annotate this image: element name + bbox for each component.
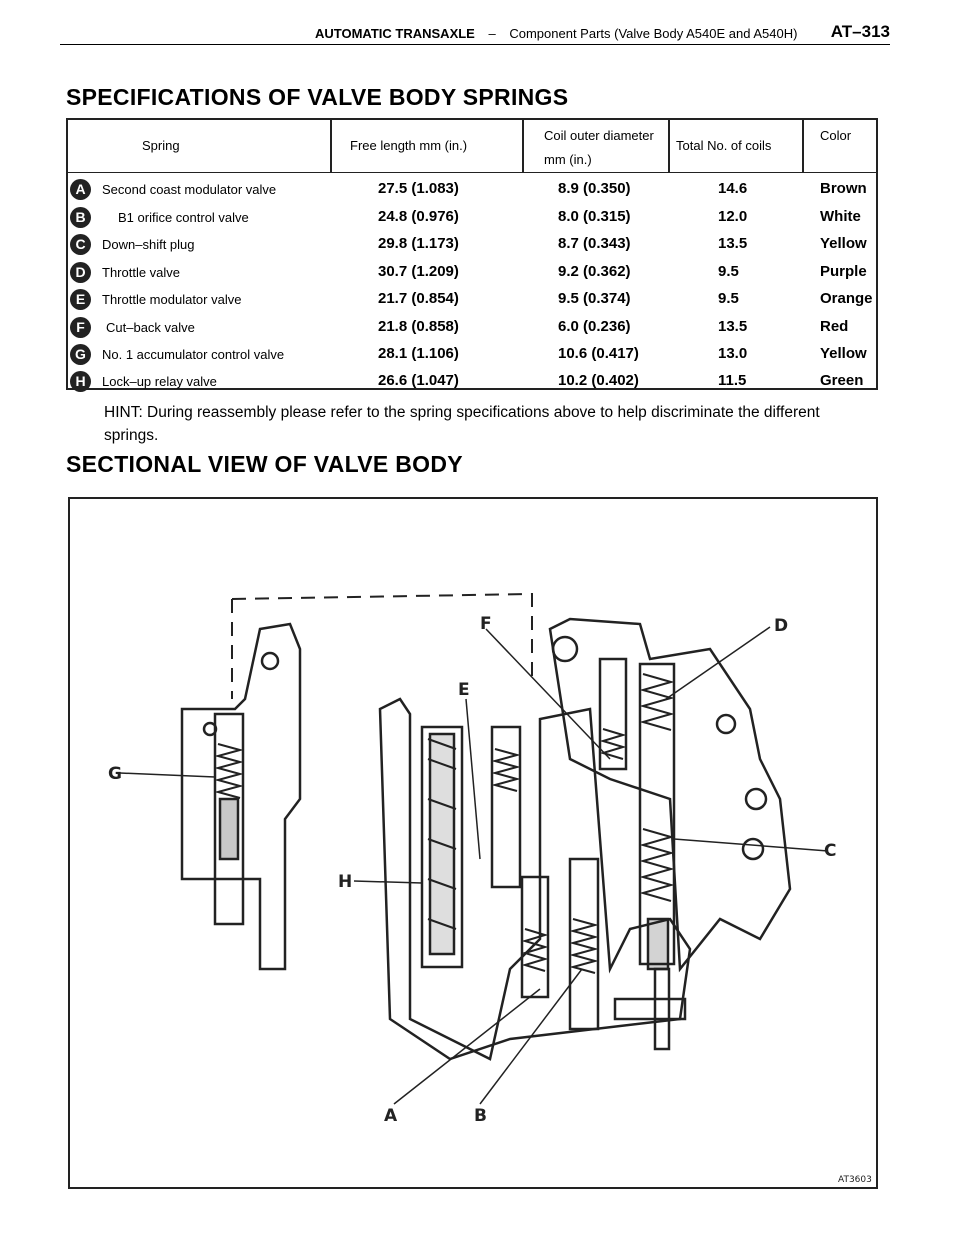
row-letter-badge: H — [70, 371, 91, 392]
row-letter-badge: A — [70, 179, 91, 200]
coil-diameter: 9.5 (0.374) — [558, 290, 631, 307]
spring-name: Cut–back valve — [106, 320, 195, 335]
spring-color: Yellow — [820, 345, 867, 362]
spring-name: B1 orifice control valve — [118, 210, 249, 225]
header-coil-diameter-unit: mm (in.) — [544, 152, 592, 167]
free-length: 24.8 (0.976) — [378, 208, 459, 225]
coil-diameter: 6.0 (0.236) — [558, 318, 631, 335]
table-row: B B1 orifice control valve 24.8 (0.976) 8.0… — [68, 204, 876, 231]
figure-code: AT3603 — [838, 1175, 872, 1185]
section-title: SECTIONAL VIEW OF VALVE BODY — [66, 451, 463, 477]
free-length: 26.6 (1.047) — [378, 372, 459, 389]
col-divider — [330, 120, 332, 172]
spring-spec-table: Spring Free length mm (in.) Coil outer d… — [66, 118, 878, 392]
header-coil-diameter: Coil outer diameter — [544, 128, 654, 143]
coil-count: 13.0 — [718, 345, 748, 362]
coil-count: 13.5 — [718, 318, 748, 335]
table-row: C Down–shift plug 29.8 (1.173) 8.7 (0.343) 1… — [68, 231, 876, 258]
header-spring: Spring — [142, 138, 180, 153]
header-color: Color — [820, 128, 852, 143]
page-number: AT–313 — [830, 22, 890, 41]
free-length: 28.1 (1.106) — [378, 345, 459, 362]
callout-g: G — [108, 764, 122, 784]
free-length: 30.7 (1.209) — [378, 263, 459, 280]
coil-diameter: 10.6 (0.417) — [558, 345, 639, 362]
table-row: A Second coast modulator valve 27.5 (1.083… — [68, 176, 876, 203]
header-section: AUTOMATIC TRANSAXLE — [315, 26, 475, 41]
table-row: G No. 1 accumulator control valve 28.1 (1.… — [68, 341, 876, 368]
row-letter-badge: C — [70, 234, 91, 255]
spring-color: Yellow — [820, 235, 867, 252]
table-header: Spring Free length mm (in.) Coil outer d… — [68, 120, 876, 173]
coil-count: 14.6 — [718, 180, 748, 197]
valve-body-drawing: G H F E D C A B AT3603 — [108, 592, 872, 1185]
spring-name: Throttle modulator valve — [102, 292, 242, 307]
coil-count: 9.5 — [718, 263, 739, 280]
spec-title: SPECIFICATIONS OF VALVE BODY SPRINGS — [66, 84, 569, 110]
coil-count: 12.0 — [718, 208, 748, 225]
col-divider — [522, 120, 524, 172]
header-coils: Total No. of coils — [676, 138, 772, 153]
table-row: F Cut–back valve 21.8 (0.858) 6.0 (0.236) 13… — [68, 314, 876, 341]
row-letter-badge: G — [70, 344, 91, 365]
spring-color: Purple — [820, 263, 867, 280]
callout-d: D — [774, 616, 788, 636]
row-letter-badge: D — [70, 262, 91, 283]
spring-color: Green — [820, 372, 864, 389]
callout-e: E — [458, 680, 470, 700]
spring-name: Second coast modulator valve — [102, 182, 277, 197]
free-length: 29.8 (1.173) — [378, 235, 459, 252]
table-row: E Throttle modulator valve 21.7 (0.854) 9.5… — [68, 286, 876, 313]
row-letter-badge: F — [70, 317, 91, 338]
col-divider — [802, 120, 804, 172]
spring-color: Orange — [820, 290, 873, 307]
callout-f: F — [480, 614, 492, 634]
callout-b: B — [474, 1106, 487, 1126]
spring-name: Throttle valve — [102, 265, 181, 280]
coil-count: 11.5 — [718, 372, 747, 389]
header-breadcrumb: AUTOMATIC TRANSAXLE – Component Parts (V… — [315, 26, 797, 41]
callout-a: A — [384, 1106, 398, 1126]
valve-body-figure: G H F E D C A B AT3603 — [68, 497, 878, 1189]
header-dash: – — [488, 26, 496, 41]
callout-h: H — [338, 872, 352, 892]
row-letter-badge: B — [70, 207, 91, 228]
hint-text: HINT: During reassembly please refer to … — [104, 404, 820, 444]
free-length: 27.5 (1.083) — [378, 180, 459, 197]
coil-diameter: 8.0 (0.315) — [558, 208, 631, 225]
spring-name: Down–shift plug — [102, 237, 195, 252]
header-subtitle: Component Parts (Valve Body A540E and A5… — [509, 26, 798, 41]
spring-name: No. 1 accumulator control valve — [102, 347, 285, 362]
coil-diameter: 10.2 (0.402) — [558, 372, 639, 389]
coil-diameter: 8.9 (0.350) — [558, 180, 631, 197]
header-free-length: Free length mm (in.) — [350, 138, 468, 153]
spring-name: Lock–up relay valve — [102, 374, 217, 389]
table-row: H Lock–up relay valve 26.6 (1.047) 10.2 (0.… — [68, 368, 876, 395]
coil-count: 13.5 — [718, 235, 748, 252]
free-length: 21.8 (0.858) — [378, 318, 459, 335]
callout-c: C — [824, 841, 836, 861]
page-header: AUTOMATIC TRANSAXLE – Component Parts (V… — [60, 22, 890, 45]
coil-count: 9.5 — [718, 290, 739, 307]
table-row: D Throttle valve 30.7 (1.209) 9.2 (0.362) 9.… — [68, 259, 876, 286]
col-divider — [668, 120, 670, 172]
spring-color: Red — [820, 318, 849, 335]
coil-diameter: 9.2 (0.362) — [558, 263, 631, 280]
spring-color: Brown — [820, 180, 867, 197]
row-letter-badge: E — [70, 289, 91, 310]
free-length: 21.7 (0.854) — [378, 290, 459, 307]
coil-diameter: 8.7 (0.343) — [558, 235, 631, 252]
spring-color: White — [820, 208, 861, 225]
